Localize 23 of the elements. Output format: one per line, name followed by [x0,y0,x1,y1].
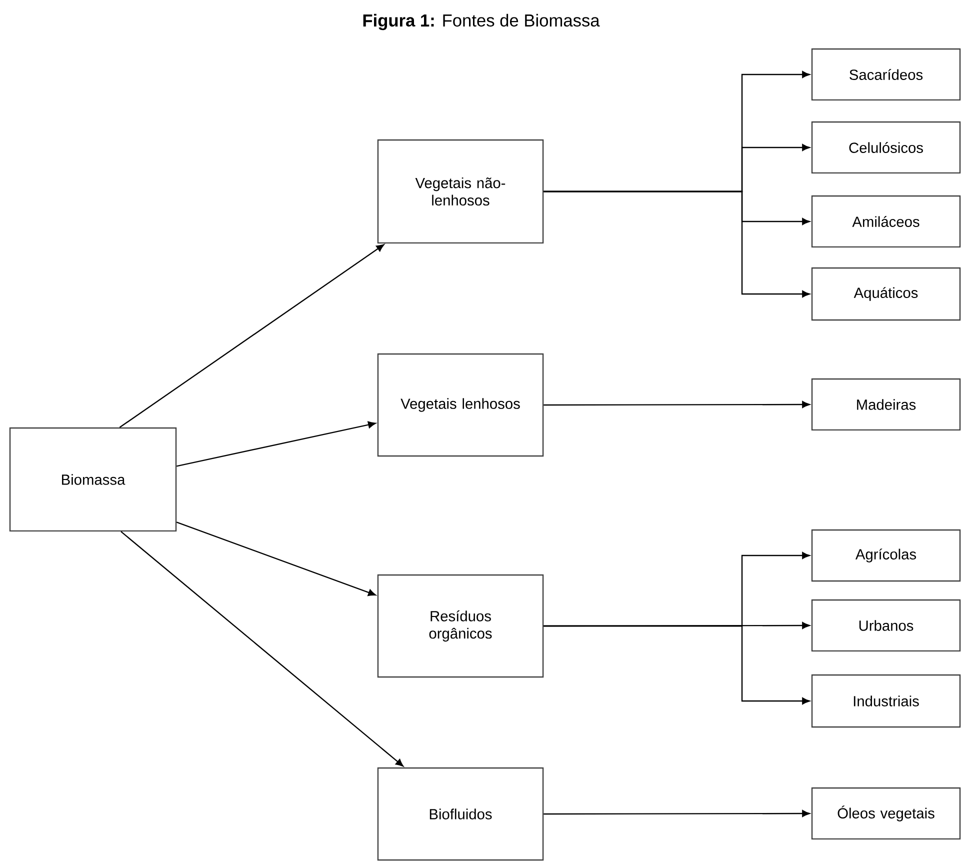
arrow [176,421,376,467]
arrow [544,625,810,704]
arrow [544,190,810,298]
figure-title: Figura 1: Fontes de Biomassa [363,14,600,30]
arrow [544,810,810,817]
category-box: Óleos vegetais [811,787,961,840]
arrow [119,244,384,428]
category-box: Vegetais não-lenhosos [377,139,544,244]
category-box: Industriais [811,674,961,728]
category-box: Biofluidos [377,767,544,861]
category-box: Vegetais lenhosos [377,353,544,457]
category-box: Urbanos [811,599,961,652]
category-box: Agrícolas [811,529,961,582]
category-box: Biomassa [9,427,177,532]
category-box: Amiláceos [811,195,961,248]
category-box: Celulósicos [811,121,961,174]
arrow [120,531,404,767]
category-box: Aquáticos [811,267,961,321]
category-box: Madeiras [811,378,961,431]
category-box: Sacarídeos [811,48,961,101]
arrow [176,522,376,596]
arrow [544,401,810,408]
category-box: Resíduos orgânicos [377,574,544,678]
